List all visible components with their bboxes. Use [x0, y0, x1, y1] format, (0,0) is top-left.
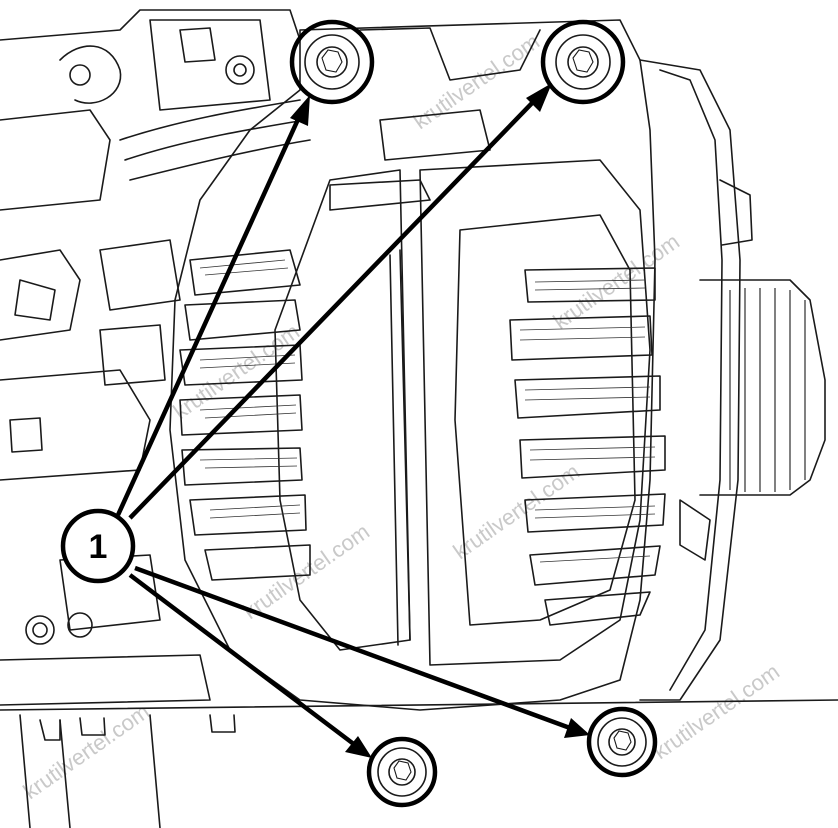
bolt-bottom-middle [377, 747, 427, 797]
bolt-top-right [555, 34, 611, 90]
watermarks: krutilvertel.com krutilvertel.com krutil… [19, 29, 785, 804]
callout-circle [60, 508, 136, 584]
callout-label: 1 [89, 528, 108, 566]
arrow-to-bolt-top-left [115, 114, 303, 516]
bolt-highlight-ring [586, 706, 658, 778]
arrowhead [290, 95, 310, 126]
callout-1: 1 [60, 508, 136, 584]
watermark: krutilvertel.com [409, 29, 545, 134]
arrowhead [564, 718, 590, 738]
watermark: krutilvertel.com [449, 459, 585, 564]
bolt-bottom-right [597, 717, 647, 767]
bolt-top-left [304, 34, 360, 90]
arrow-to-bolt-top-right [128, 98, 537, 520]
arrowhead [345, 736, 372, 758]
bolt-highlight-ring [289, 19, 375, 105]
engine-block [0, 9, 838, 828]
arrow-to-bolt-bottom-right [134, 565, 571, 731]
bolt-highlight-ring [366, 736, 438, 808]
arrow-to-bolt-bottom-middle [128, 573, 357, 747]
callout-arrows [115, 83, 590, 758]
watermark: krutilvertel.com [649, 659, 785, 764]
watermark: krutilvertel.com [19, 699, 155, 804]
alternator-body [169, 19, 666, 711]
alternator-pulley [639, 59, 826, 701]
arrowhead [526, 83, 552, 112]
bolt-highlight-ring [540, 19, 626, 105]
